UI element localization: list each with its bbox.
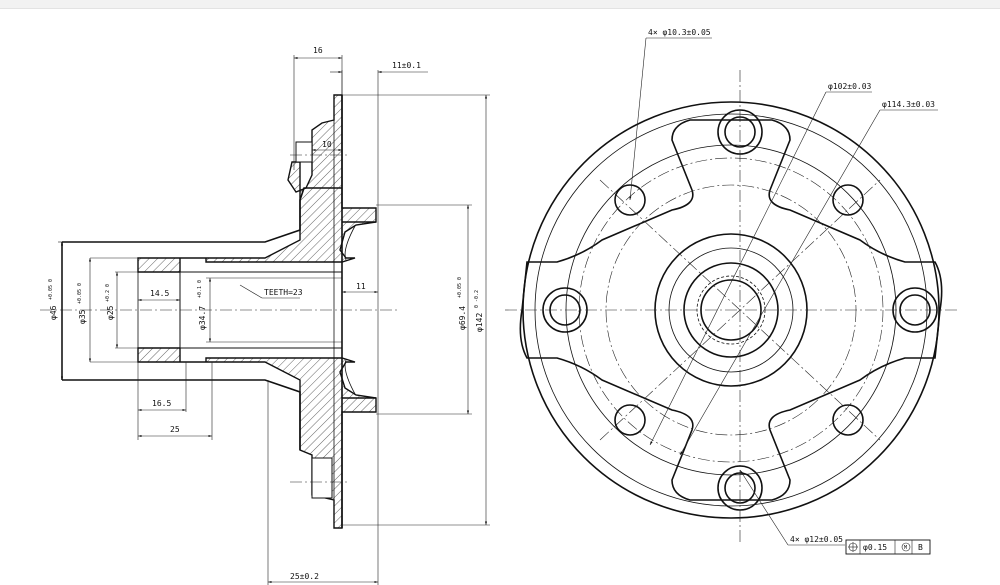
dim-16-5: 16.5 (152, 399, 171, 408)
dim-11-recess: 11 (356, 282, 366, 291)
gdt-tolerance: φ0.15 (863, 543, 887, 552)
dia-34-7: φ34.7 (198, 306, 207, 330)
dia-46-tol: +0.05 0 (48, 279, 54, 300)
dim-10: 10 (322, 140, 332, 149)
dia-142: φ142 (475, 313, 484, 332)
top-strip (0, 0, 1000, 9)
side-section-view: 16 11±0.1 10 11 14.5 16.5 25 25±0.2 TEET… (40, 46, 490, 585)
flange-body (519, 119, 943, 501)
dim-25: 25 (170, 425, 180, 434)
front-view: 4× φ10.3±0.05 φ102±0.03 φ114.3±0.03 4× φ… (505, 28, 960, 555)
label-pcd-102: φ102±0.03 (828, 82, 872, 91)
dia-142-tol: 0 -0.2 (474, 290, 480, 308)
section-upper (137, 94, 377, 273)
label-pcd-114: φ114.3±0.03 (882, 100, 935, 109)
label-holes-large: 4× φ12±0.05 (790, 535, 843, 544)
dim-11-tol: 11±0.1 (392, 61, 421, 70)
dia-35-tol: +0.05 0 (77, 283, 83, 304)
dim-25-tol: 25±0.2 (290, 572, 319, 581)
label-holes-small: 4× φ10.3±0.05 (648, 28, 711, 37)
dia-35: φ35 (78, 309, 87, 324)
section-lower (137, 347, 377, 529)
gdt-datum: B (918, 543, 923, 552)
small-holes (614, 184, 864, 436)
teeth-count-label: TEETH=23 (264, 288, 303, 297)
dim-14-5: 14.5 (150, 289, 169, 298)
gdt-modifier: M (904, 545, 907, 551)
gdt-frame: φ0.15 M B (845, 539, 931, 555)
dim-16: 16 (313, 46, 323, 55)
dia-25: φ25 (106, 305, 115, 320)
dia-25-tol: +0.2 0 (105, 284, 111, 302)
dia-46: φ46 (49, 305, 58, 320)
dia-69-4-tol: +0.05 0 (457, 277, 463, 298)
dia-69-4: φ69.4 (458, 306, 467, 330)
dia-34-7-tol: +0.1 0 (197, 280, 203, 298)
